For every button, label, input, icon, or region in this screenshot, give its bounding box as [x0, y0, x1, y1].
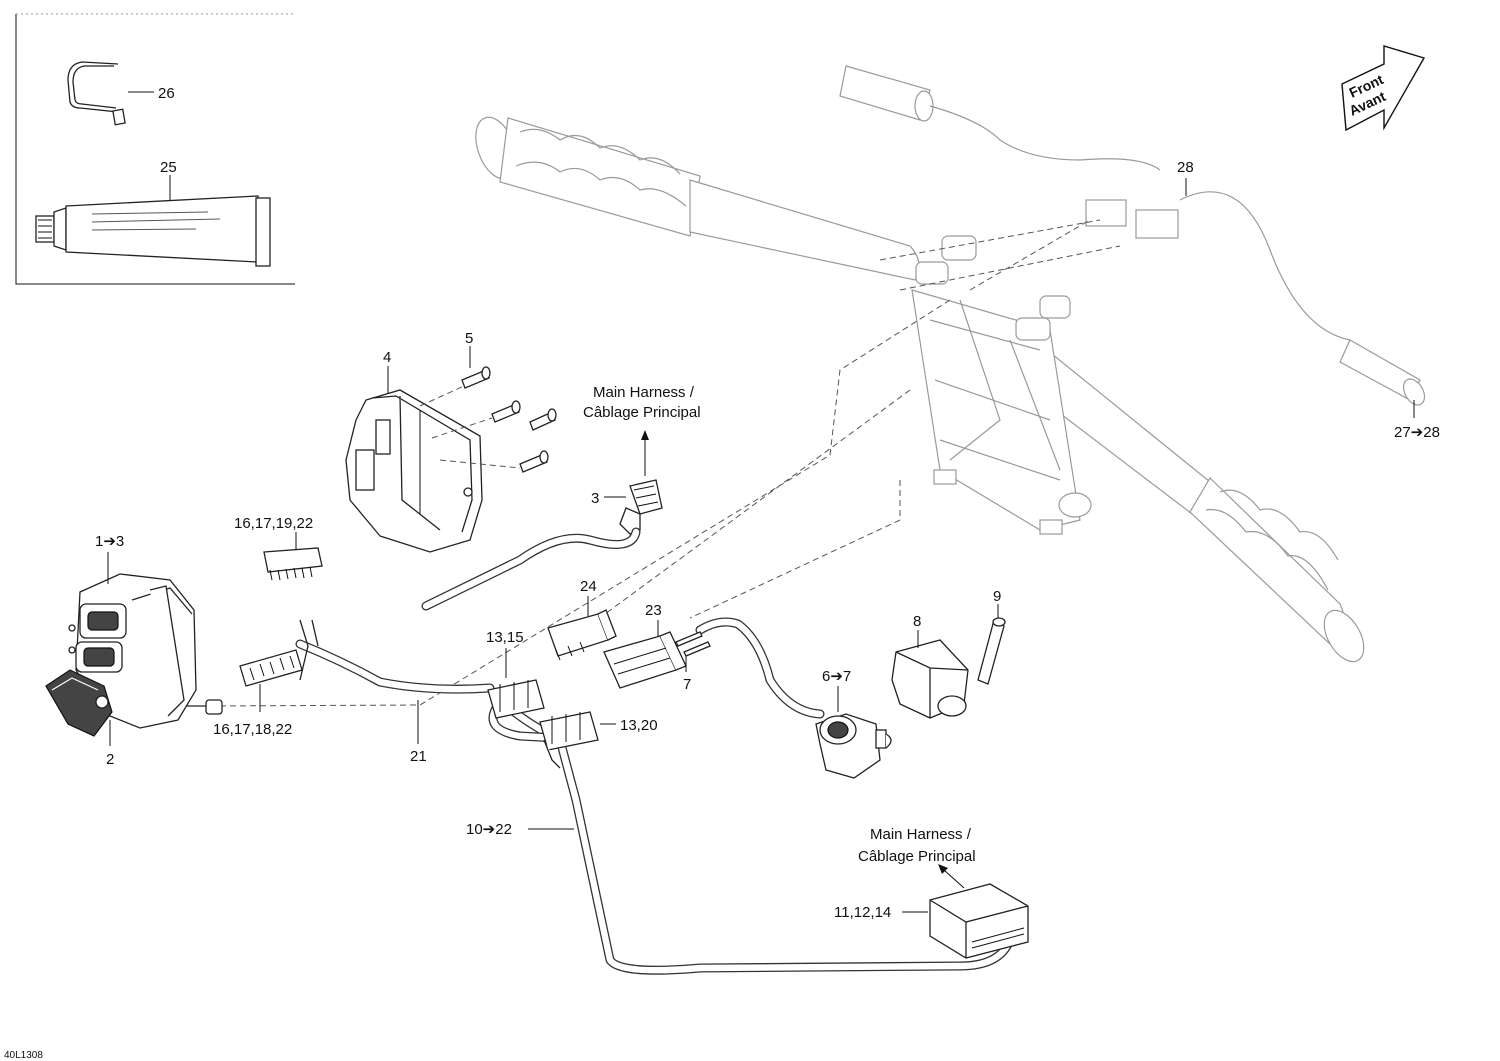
callout-4: 4	[383, 349, 391, 366]
front-direction-arrow: Front Avant	[1341, 45, 1426, 132]
callout-3: 3	[591, 490, 599, 507]
harness-note-bottom-line2: Câblage Principal	[858, 848, 976, 865]
callout-7: 7	[683, 676, 691, 693]
callout-28: 28	[1177, 159, 1194, 176]
callout-8: 8	[913, 613, 921, 630]
callout-13-15: 13,15	[486, 629, 524, 646]
harness-note-top-line1: Main Harness /	[593, 384, 695, 401]
callout-6-7: 6➔7	[822, 668, 851, 685]
switch-housing-part-4	[345, 389, 483, 553]
callout-9: 9	[993, 588, 1001, 605]
callout-2: 2	[106, 751, 114, 768]
connector-part-13-15	[487, 679, 545, 719]
block-part-8	[891, 639, 969, 719]
callout-21: 21	[410, 748, 427, 765]
drawing-code: 40L1308	[4, 1050, 43, 1061]
callout-26: 26	[158, 85, 175, 102]
callout-23: 23	[645, 602, 662, 619]
harness-note-top-line2: Câblage Principal	[583, 404, 701, 421]
clip-part-26	[67, 61, 126, 126]
connector-part-13-20	[539, 711, 599, 769]
callout-11-12-14: 11,12,14	[834, 904, 891, 921]
connector-part-16-17-18-22	[239, 649, 303, 687]
connector-part-23	[603, 631, 687, 689]
callout-16-17-18-22: 16,17,18,22	[213, 721, 292, 738]
sensor-part-6-7	[815, 713, 892, 779]
inset-box: 26 25	[15, 13, 295, 285]
grease-tube-part-25	[35, 195, 271, 267]
callout-5: 5	[465, 330, 473, 347]
callout-24: 24	[580, 578, 597, 595]
callout-13-20: 13,20	[620, 717, 658, 734]
harness-note-bottom-line1: Main Harness /	[870, 826, 972, 843]
callout-27-28: 27➔28	[1394, 424, 1440, 441]
connector-part-16-17-19-22	[263, 547, 323, 581]
module-part-11-12-14	[929, 883, 1029, 959]
terminals-part-7	[675, 631, 711, 657]
inset-border	[15, 14, 295, 285]
connector-part-3	[619, 479, 663, 535]
screws-part-5	[419, 366, 557, 473]
callout-16-17-19-22: 16,17,19,22	[234, 515, 313, 532]
routing-dash-lines	[209, 219, 1121, 707]
callout-25: 25	[160, 159, 177, 176]
callout-10-22: 10➔22	[466, 821, 512, 838]
throttle-lever-part-2	[45, 669, 113, 737]
callout-1-3: 1➔3	[95, 533, 124, 550]
handlebar-assembly	[475, 65, 1426, 663]
connector-part-24	[547, 609, 617, 661]
pin-part-9	[977, 617, 1006, 685]
